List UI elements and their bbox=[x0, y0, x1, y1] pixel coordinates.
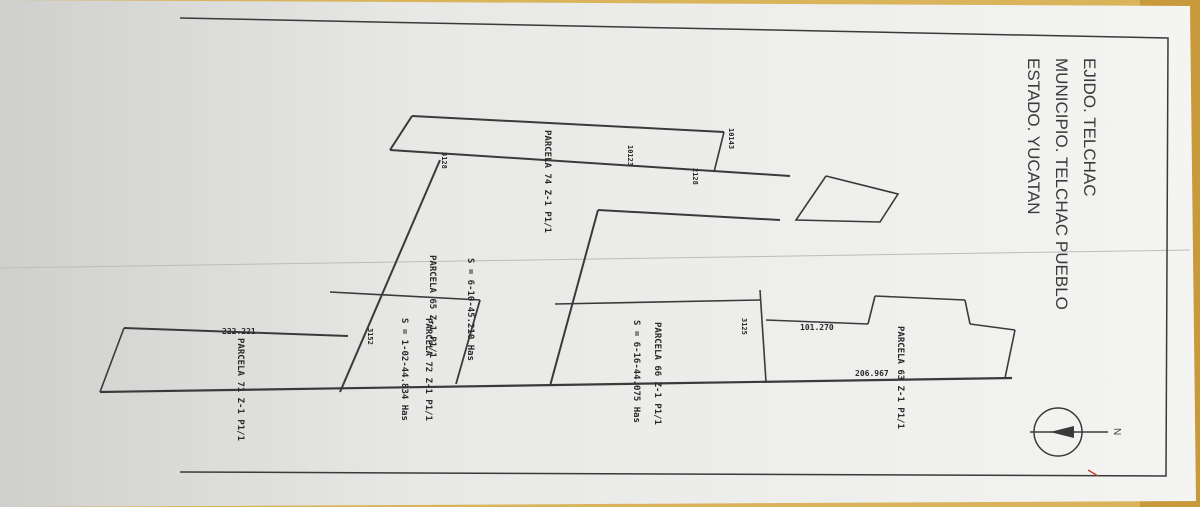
survey-lines bbox=[99, 115, 1016, 394]
station-label: 3125 bbox=[740, 318, 748, 335]
header-line-3: ESTADO. YUCATAN bbox=[1024, 58, 1043, 215]
parcel-label: PARCELA 72 Z-1 P1/1 bbox=[423, 318, 433, 421]
paper-fold bbox=[0, 249, 1191, 269]
north-arrow: N bbox=[1030, 407, 1122, 457]
north-label: N bbox=[1111, 428, 1122, 435]
station-label: 3128 bbox=[440, 152, 448, 169]
area-label: S = 1-02-44.834 Has bbox=[399, 318, 409, 421]
measure-label: 222.221 bbox=[222, 327, 256, 336]
area-label: S = 6-16-44.075 Has bbox=[631, 320, 641, 423]
measure-label: 101.270 bbox=[800, 323, 834, 332]
parcel-label: PARCELA 74 Z-1 P1/1 bbox=[542, 130, 552, 233]
measure-label: 206.967 bbox=[855, 369, 889, 378]
station-label: 10143 bbox=[727, 128, 735, 149]
plan-header: EJIDO. TELCHAC MUNICIPIO. TELCHAC PUEBLO… bbox=[1024, 58, 1099, 310]
header-line-2: MUNICIPIO. TELCHAC PUEBLO bbox=[1052, 58, 1071, 310]
pen-mark bbox=[1087, 469, 1099, 477]
drawing-border bbox=[179, 17, 1169, 477]
area-label: S = 6-10-45.210 Has bbox=[465, 258, 475, 361]
station-label: 10123 bbox=[626, 145, 634, 166]
parcel-label: PARCELA 63 Z-1 P1/1 bbox=[895, 326, 905, 429]
parcel-label: PARCELA 65 Z-1 P1/1 bbox=[427, 255, 437, 358]
parcel-label: PARCELA 71 Z-1 P1/1 bbox=[235, 338, 245, 441]
station-label: 2128 bbox=[691, 168, 699, 185]
station-label: 3152 bbox=[366, 328, 374, 345]
parcel-label: PARCELA 66 Z-1 P1/1 bbox=[652, 322, 662, 425]
header-line-1: EJIDO. TELCHAC bbox=[1080, 58, 1099, 197]
